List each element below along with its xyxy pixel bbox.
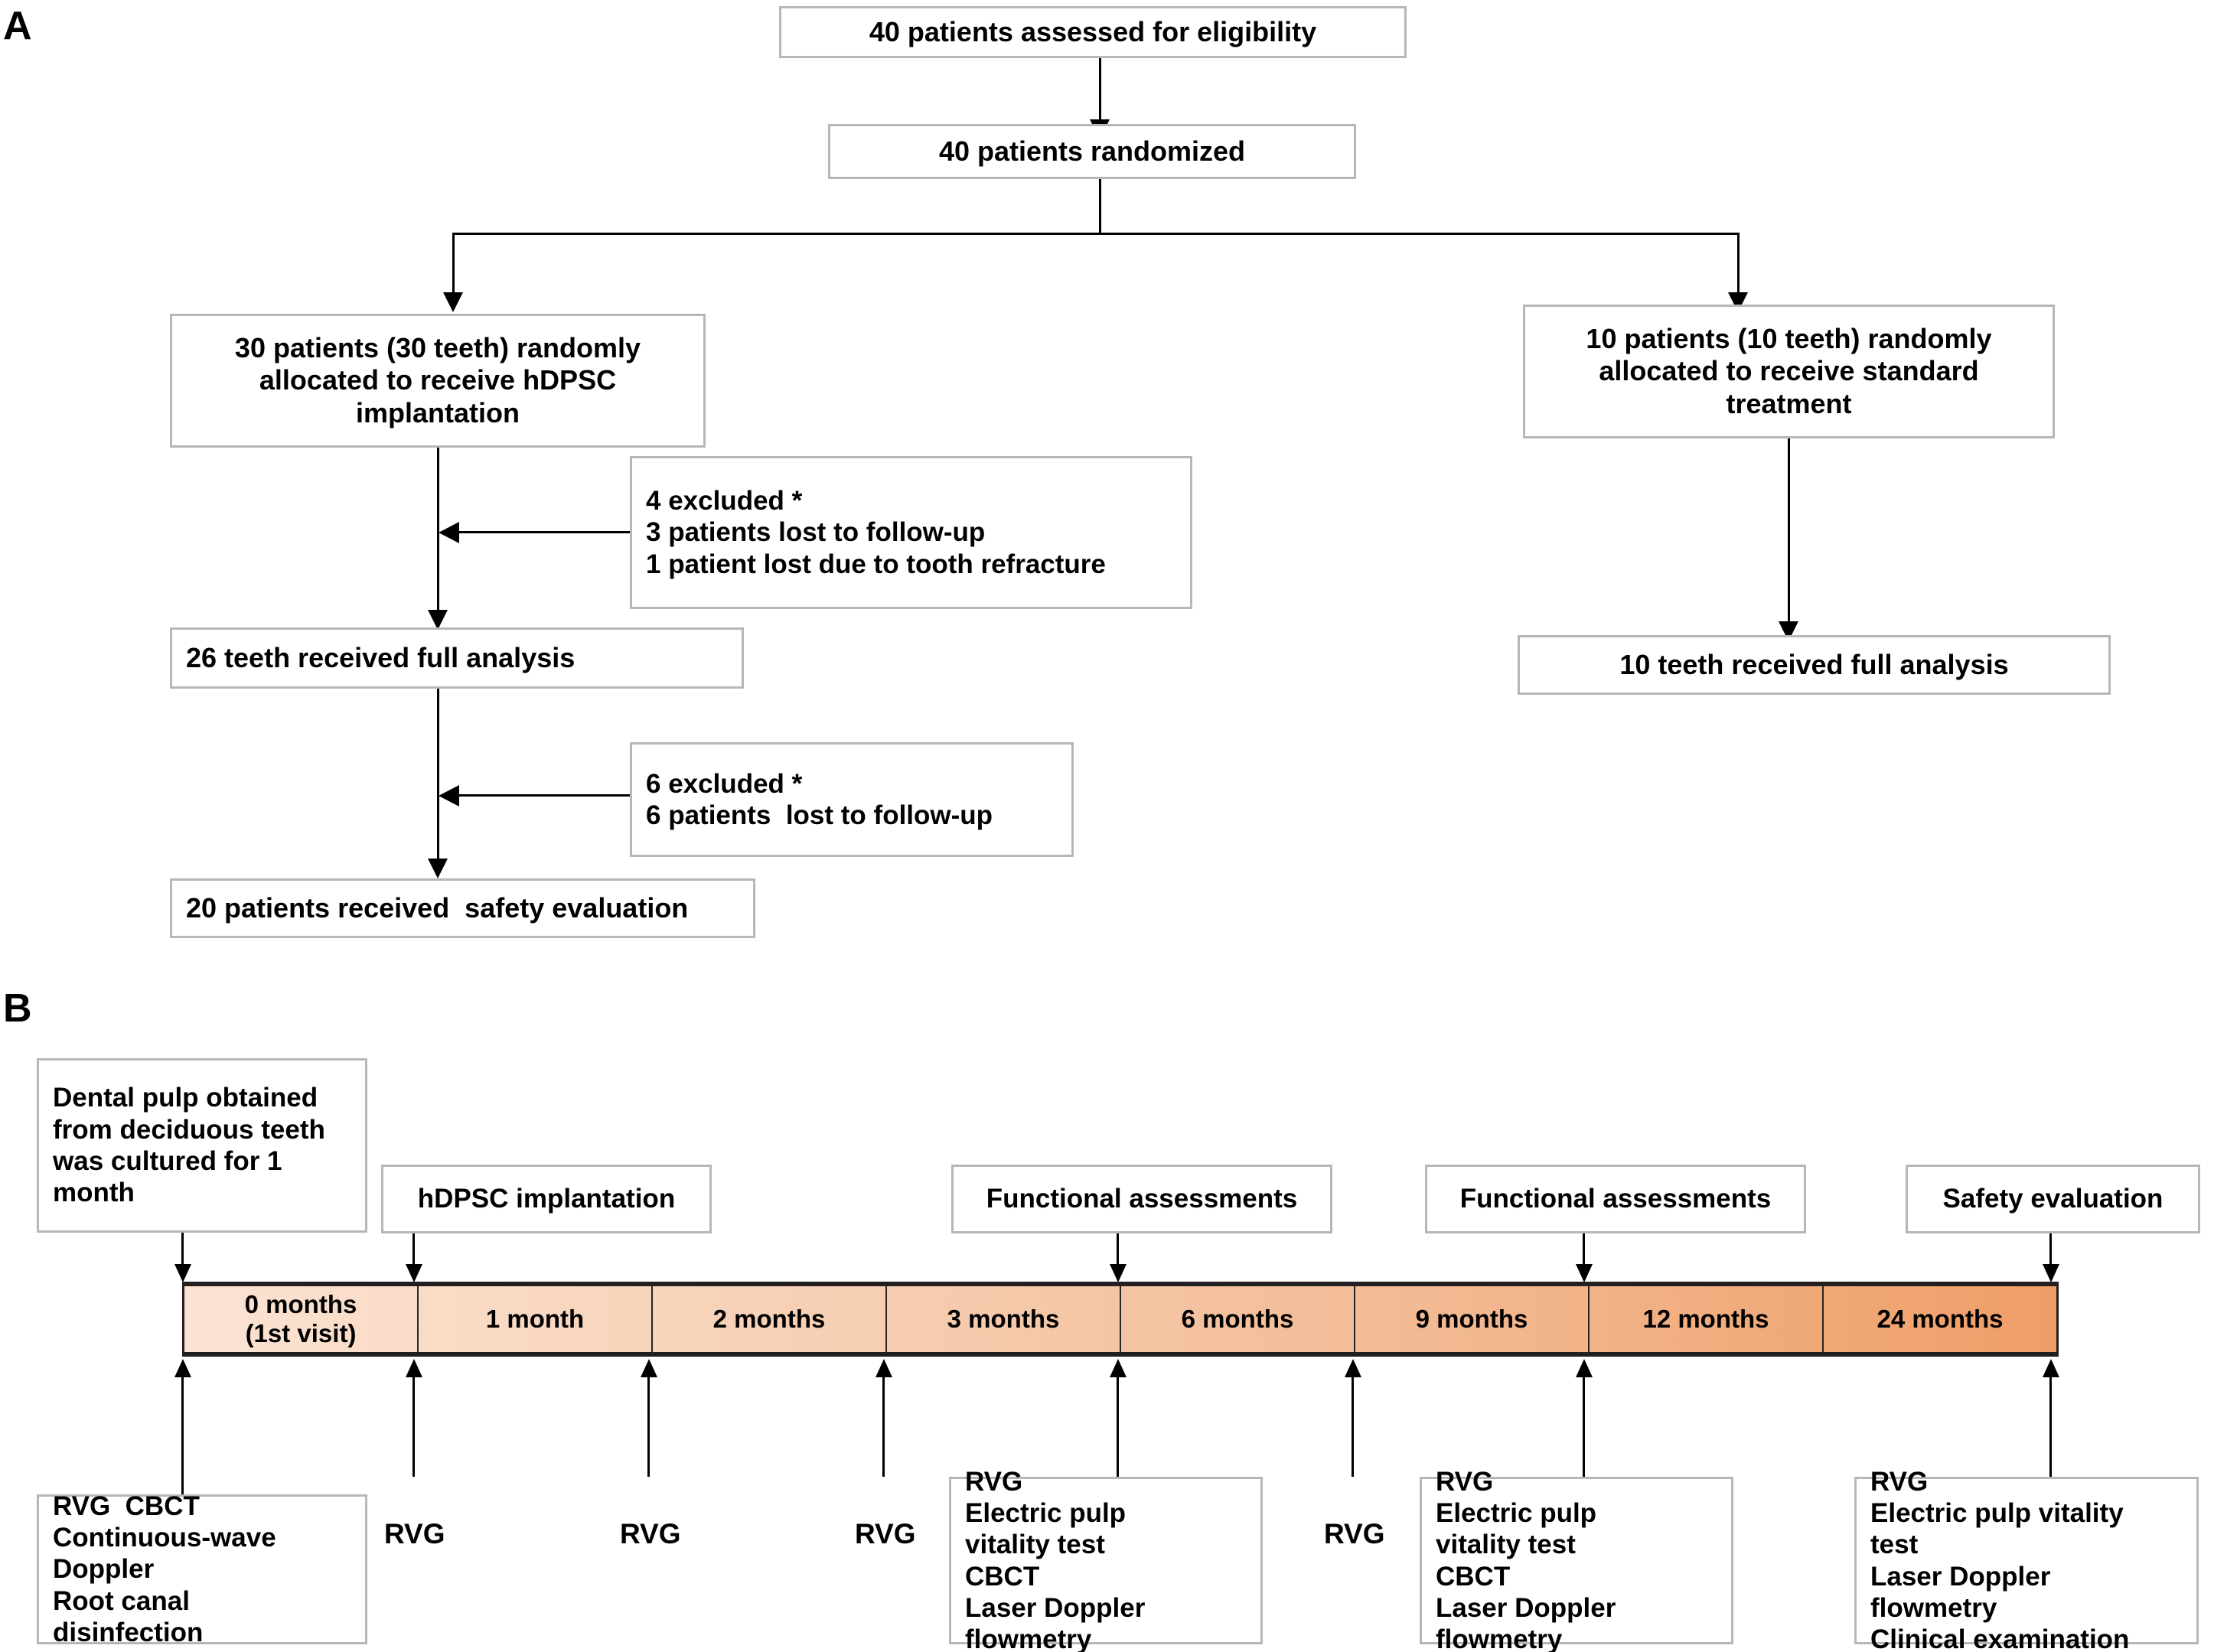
connector-visit-6: [1583, 1377, 1585, 1496]
detail-assessments-3-months: RVG Electric pulp vitality test CBCT Las…: [949, 1467, 1263, 1652]
detail-assessments-9-months: RVG Electric pulp vitality test CBCT Las…: [1420, 1467, 1733, 1652]
timeline-segment-7: 24 months: [1877, 1305, 2004, 1334]
node-allocation-hdpsc-label: 30 patients (30 teeth) randomly allocate…: [234, 331, 649, 428]
connector-split-horizontal: [452, 233, 1740, 235]
connector-functional-assessments-9m: [1583, 1233, 1585, 1270]
panel-b-letter: B: [3, 986, 32, 1031]
arrowhead-up-visit-5: [1345, 1359, 1361, 1377]
callout-functional-assessments-9m-label: Functional assessments: [1459, 1184, 1772, 1214]
timeline-segment-5: 9 months: [1355, 1286, 1590, 1352]
arrowhead-up-visit-2: [641, 1359, 657, 1377]
detail-assessments-24-months: RVG Electric pulp vitality test Laser Do…: [1854, 1467, 2199, 1652]
connector-visit-0: [181, 1377, 184, 1496]
callout-functional-assessments-9m: Functional assessments: [1425, 1165, 1806, 1233]
timeline-segment-3: 3 months: [887, 1286, 1121, 1352]
callout-functional-assessments-3m: Functional assessments: [951, 1165, 1332, 1233]
connector-split-left: [452, 233, 455, 300]
callout-safety-evaluation: Safety evaluation: [1906, 1165, 2200, 1233]
node-safety-evaluation-label: 20 patients received safety evaluation: [186, 891, 689, 924]
arrowhead-up-visit-0: [174, 1359, 191, 1377]
connector-visit-4: [1117, 1377, 1119, 1496]
connector-visit-7: [2049, 1377, 2052, 1496]
connector-analysis-safety: [437, 689, 439, 865]
timeline-segment-1: 1 month: [419, 1286, 653, 1352]
arrowhead-down-analysis-left: [428, 610, 448, 630]
connector-alloc-analysis-left: [437, 448, 439, 616]
arrowhead-down-functional-assessments-9m: [1576, 1264, 1593, 1282]
arrowhead-down-hdpsc-implantation: [406, 1264, 422, 1282]
detail-assessments-24-months-label: RVG Electric pulp vitality test Laser Do…: [1870, 1466, 2130, 1652]
connector-hdpsc-implantation: [412, 1233, 415, 1270]
rvg-label-3-months: RVG: [855, 1518, 916, 1549]
rvg-label-2-months: RVG: [620, 1518, 681, 1549]
rvg-label-9-months: RVG: [1324, 1518, 1385, 1549]
node-randomized: 40 patients randomized: [828, 124, 1356, 179]
arrowhead-up-visit-1: [406, 1359, 422, 1377]
arrowhead-up-visit-7: [2043, 1359, 2059, 1377]
connector-functional-assessments-3m: [1117, 1233, 1119, 1270]
node-safety-evaluation: 20 patients received safety evaluation: [170, 878, 755, 938]
arrowhead-down-functional-assessments-3m: [1110, 1264, 1127, 1282]
connector-alloc-analysis-right: [1788, 438, 1790, 626]
timeline-segment-4: 6 months: [1121, 1286, 1355, 1352]
study-timeline: 0 months (1st visit) 1 month 2 months 3 …: [182, 1282, 2059, 1357]
rvg-label-1-month: RVG: [384, 1518, 445, 1549]
node-randomized-label: 40 patients randomized: [938, 135, 1246, 167]
arrowhead-down-safety-evaluation: [2043, 1264, 2059, 1282]
connector-visit-5: [1352, 1377, 1354, 1477]
node-excluded-first: 4 excluded * 3 patients lost to follow-u…: [630, 456, 1192, 609]
timeline-segment-0: 0 months (1st visit): [184, 1286, 419, 1352]
arrowhead-left-excluded-second: [439, 785, 459, 806]
callout-dental-pulp-label: Dental pulp obtained from deciduous teet…: [53, 1083, 333, 1208]
node-allocation-standard: 10 patients (10 teeth) randomly allocate…: [1523, 305, 2055, 438]
connector-dental-pulp: [181, 1233, 184, 1269]
arrowhead-left-excluded-first: [439, 522, 459, 543]
timeline-segment-6: 12 months: [1590, 1286, 1824, 1352]
callout-hdpsc-implantation: hDPSC implantation: [381, 1165, 712, 1233]
connector-excluded-first: [459, 531, 630, 533]
arrowhead-up-visit-6: [1576, 1359, 1593, 1377]
connector-visit-2: [647, 1377, 650, 1477]
arrowhead-down-alloc-left: [443, 292, 463, 312]
node-excluded-second: 6 excluded * 6 patients lost to follow-u…: [630, 742, 1074, 857]
connector-eligibility-randomized: [1099, 58, 1101, 125]
node-allocation-standard-label: 10 patients (10 teeth) randomly allocate…: [1586, 322, 2000, 419]
arrowhead-down-dental-pulp: [174, 1264, 191, 1282]
arrowhead-up-visit-3: [875, 1359, 892, 1377]
detail-baseline-procedures-label: RVG CBCT Continuous-wave Doppler Root ca…: [53, 1491, 276, 1647]
callout-hdpsc-implantation-label: hDPSC implantation: [417, 1184, 676, 1214]
arrowhead-down-safety: [428, 859, 448, 878]
panel-a-letter: A: [3, 4, 32, 48]
node-excluded-first-label: 4 excluded * 3 patients lost to follow-u…: [646, 486, 1106, 579]
connector-excluded-second: [459, 794, 630, 797]
connector-visit-1: [412, 1377, 415, 1477]
node-allocation-hdpsc: 30 patients (30 teeth) randomly allocate…: [170, 314, 706, 448]
detail-baseline-procedures: RVG CBCT Continuous-wave Doppler Root ca…: [37, 1491, 367, 1647]
connector-safety-evaluation: [2049, 1233, 2052, 1270]
detail-assessments-3-months-label: RVG Electric pulp vitality test CBCT Las…: [965, 1466, 1146, 1652]
connector-split-right: [1737, 233, 1740, 300]
node-analysis-hdpsc: 26 teeth received full analysis: [170, 627, 744, 689]
node-eligibility-label: 40 patients assessed for eligibility: [869, 15, 1317, 47]
node-analysis-hdpsc-label: 26 teeth received full analysis: [186, 641, 576, 673]
node-analysis-standard-label: 10 teeth received full analysis: [1619, 648, 2009, 680]
node-eligibility: 40 patients assessed for eligibility: [779, 6, 1407, 58]
node-analysis-standard: 10 teeth received full analysis: [1518, 635, 2111, 695]
timeline-segment-2: 2 months: [653, 1286, 887, 1352]
callout-functional-assessments-3m-label: Functional assessments: [986, 1184, 1298, 1214]
connector-randomized-split: [1099, 179, 1101, 234]
callout-safety-evaluation-label: Safety evaluation: [1942, 1184, 2163, 1214]
node-excluded-second-label: 6 excluded * 6 patients lost to follow-u…: [646, 768, 993, 830]
arrowhead-up-visit-4: [1110, 1359, 1127, 1377]
detail-assessments-9-months-label: RVG Electric pulp vitality test CBCT Las…: [1436, 1466, 1616, 1652]
callout-dental-pulp: Dental pulp obtained from deciduous teet…: [37, 1058, 367, 1233]
connector-visit-3: [882, 1377, 885, 1477]
